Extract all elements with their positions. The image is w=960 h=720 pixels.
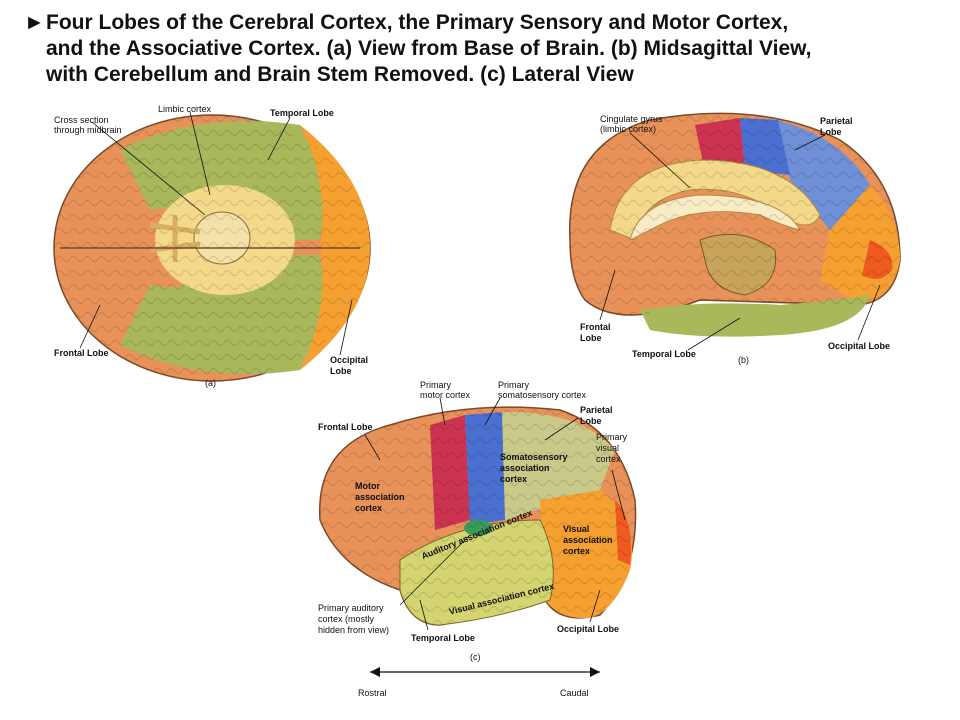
label-parietal-c-1: Parietal [580,405,613,415]
label-primary-motor-1: Primary [420,380,451,390]
label-cingulate-1: Cingulate gyrus [600,114,663,124]
panel-a-base-view [53,111,371,382]
label-visual-assoc-2: association [563,535,613,545]
caption-b: (b) [738,355,749,365]
label-occipital-a-2: Lobe [330,366,352,376]
label-primary-visual-2: visual [596,443,620,453]
label-somato-assoc-3: cortex [500,474,528,484]
title-line-3: with Cerebellum and Brain Stem Removed. … [46,63,634,86]
label-parietal-b-2: Lobe [820,127,842,137]
brain-b-temporal [640,295,870,337]
panel-c-lateral-view [318,397,637,677]
bullet-icon: ► [24,11,45,34]
label-temporal-c: Temporal Lobe [411,633,475,643]
label-rostral: Rostral [358,688,387,698]
arrow-right-icon [590,667,600,677]
label-frontal-b-1: Frontal [580,322,611,332]
label-visual-assoc-1: Visual [563,524,590,534]
label-primary-motor-2: motor cortex [420,390,471,400]
label-frontal-c: Frontal Lobe [318,422,373,432]
caption-c: (c) [470,652,481,662]
label-parietal-b-1: Parietal [820,116,853,126]
label-cross-section-2: through midbrain [54,125,122,135]
label-occipital-b: Occipital Lobe [828,341,891,351]
label-motor-assoc-2: association [355,492,405,502]
label-parietal-c-2: Lobe [580,416,602,426]
label-motor-assoc-1: Motor [355,481,380,491]
label-occipital-c: Occipital Lobe [557,624,620,634]
label-primary-somato-1: Primary [498,380,529,390]
label-frontal-lobe-a: Frontal Lobe [54,348,109,358]
label-temporal-lobe-a: Temporal Lobe [270,108,334,118]
label-occipital-a-1: Occipital [330,355,369,365]
label-primary-somato-2: somatosensory cortex [498,390,587,400]
label-frontal-b-2: Lobe [580,333,602,343]
label-primary-visual-1: Primary [596,432,627,442]
figure-title: ►Four Lobes of the Cerebral Cortex, the … [24,10,944,88]
label-primary-auditory-2: cortex (mostly [318,614,375,624]
label-visual-assoc-3: cortex [563,546,591,556]
arrow-left-icon [370,667,380,677]
label-primary-auditory-3: hidden from view) [318,625,390,635]
label-caudal: Caudal [560,688,589,698]
label-cross-section-1: Cross section [54,115,109,125]
title-line-2: and the Associative Cortex. (a) View fro… [46,37,812,60]
label-limbic-cortex: Limbic cortex [158,104,212,114]
label-temporal-b: Temporal Lobe [632,349,696,359]
panel-b-midsagittal-view [568,112,901,351]
label-somato-assoc-1: Somatosensory [500,452,568,462]
caption-a: (a) [205,378,216,388]
title-line-1: Four Lobes of the Cerebral Cortex, the P… [46,11,789,34]
label-somato-assoc-2: association [500,463,550,473]
label-cingulate-2: (limbic cortex) [600,124,657,134]
label-motor-assoc-3: cortex [355,503,383,513]
label-primary-visual-3: cortex [596,454,621,464]
label-primary-auditory-1: Primary auditory [318,603,384,613]
